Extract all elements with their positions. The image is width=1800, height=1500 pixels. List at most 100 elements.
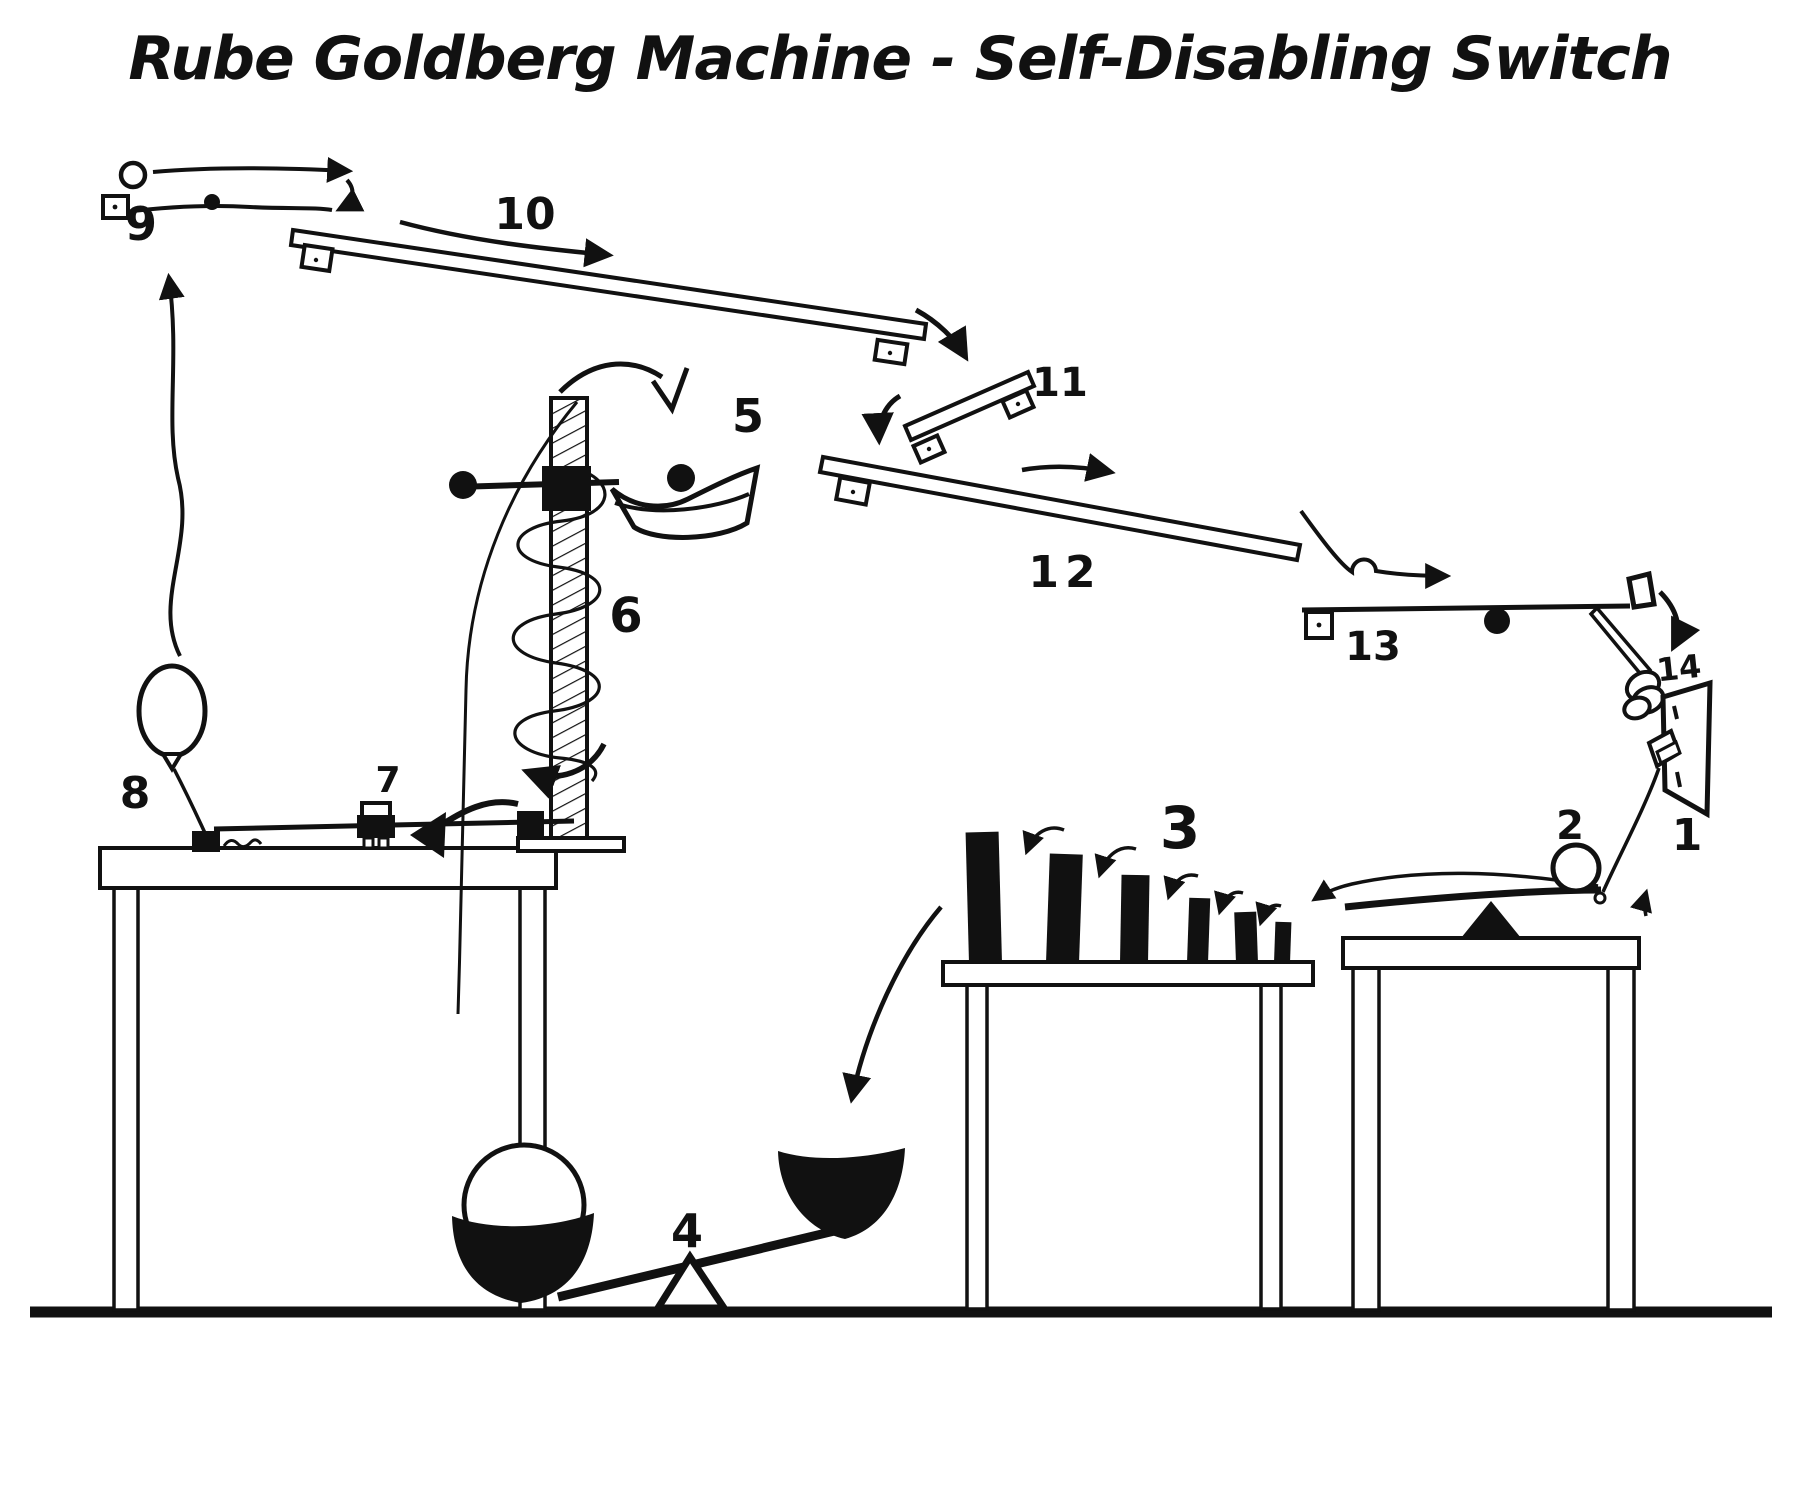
arrow-into-bowl-5-arc [558, 361, 664, 394]
left-bowl [452, 1213, 594, 1303]
ramp-10-foot-right-dot [887, 350, 893, 356]
balloon-tie [159, 752, 185, 773]
label-3: 3 [1160, 794, 1200, 862]
label-6: 6 [609, 588, 642, 644]
anchor-squiggle [222, 838, 263, 849]
ramp-11: 11 [861, 360, 1088, 466]
block-7-cap [360, 801, 392, 819]
domino-1 [965, 831, 1002, 964]
domino-5 [1234, 911, 1258, 964]
domino-arrow-4 [1214, 890, 1244, 916]
seesaw-4-fulcrum [651, 1250, 731, 1312]
coil-rotation-arrow [521, 742, 607, 799]
arrow-domino-to-bowl [842, 905, 943, 1104]
page-title: Rube Goldberg Machine - Self-Disabling S… [128, 24, 1672, 94]
track-13-bracket-dot [1316, 622, 1322, 628]
track-9-rail [102, 203, 333, 217]
domino-table-top [941, 960, 1315, 987]
left-table-top [98, 846, 558, 890]
right-table [1341, 936, 1641, 1312]
domino-3 [1120, 874, 1150, 964]
string-knot [1593, 891, 1607, 905]
track-9-bracket-dot [112, 204, 118, 210]
ball-in-bowl-5 [667, 464, 695, 492]
pole-clamp-block [542, 466, 591, 511]
hammer-head-wrap-3 [1622, 695, 1652, 721]
label-2: 2 [1556, 803, 1584, 849]
bowl-5-rim-line [614, 492, 750, 513]
block-7-leg-left [362, 836, 375, 850]
right-table-top [1341, 936, 1641, 970]
label-1: 1 [1672, 810, 1703, 861]
pole-base-plate [516, 836, 626, 853]
wall-switch-1: 1 [1593, 679, 1713, 905]
balloon-string [172, 768, 207, 834]
domino-arrow-1 [1022, 826, 1065, 856]
label-14: 14 [1655, 647, 1703, 689]
domino-arrow-2 [1094, 846, 1137, 879]
label-11: 11 [1032, 360, 1088, 406]
slider-7: 7 [213, 760, 575, 858]
switch-toggle-side [1655, 739, 1682, 766]
release-string-curve [456, 401, 579, 1015]
switch-slot-top [1672, 705, 1679, 720]
label-10: 10 [494, 189, 555, 240]
ramp-11-foot-right-dot [1015, 401, 1021, 407]
arrow-10-to-11 [914, 307, 969, 362]
push-left-arrow-head [410, 812, 446, 858]
switch-slot-bottom [1675, 771, 1682, 788]
ramp-10-bar [288, 227, 929, 342]
label-5: 5 [732, 389, 764, 443]
domino-2 [1046, 853, 1083, 964]
left-table-leg-left [112, 886, 140, 1312]
label-9: 9 [125, 197, 157, 251]
weight-dot-9 [204, 194, 220, 210]
spiral-coil [511, 466, 607, 783]
ball-on-track-9 [118, 160, 148, 190]
arrow-12-to-13 [1299, 509, 1452, 589]
ball-2 [1550, 842, 1602, 894]
ramp-11-bar [902, 369, 1037, 443]
block-on-track-13 [1626, 570, 1657, 610]
arrow-plank-swing-left [1311, 871, 1599, 902]
right-table-leg-right [1606, 966, 1636, 1312]
bowl-5-body [609, 464, 761, 540]
track-13: 13 [1301, 570, 1657, 670]
domino-arrow-3 [1163, 873, 1199, 901]
ramp-10: 10 [288, 189, 929, 367]
balloon-8: 8 [120, 272, 263, 852]
arrow-along-ramp-10 [399, 219, 614, 268]
right-table-leg-left [1351, 966, 1381, 1312]
right-bowl [778, 1148, 905, 1239]
arrow-11-to-12 [861, 393, 902, 446]
counterweight-ball [449, 471, 477, 499]
ball-on-track-13 [1484, 608, 1510, 634]
arrow-hammer-down [1658, 590, 1701, 652]
label-7: 7 [375, 760, 400, 801]
arrow-along-ramp-12 [1021, 453, 1116, 482]
balloon-body [136, 663, 208, 759]
ramp-10-foot-left-dot [313, 257, 319, 263]
label-8: 8 [120, 768, 151, 819]
ramp-12-bar [817, 454, 1303, 563]
block-7-leg-right [377, 836, 390, 850]
ramp-12: 12 [817, 453, 1303, 598]
seesaw-2-plank [1344, 886, 1602, 911]
domino-4 [1187, 897, 1211, 964]
ramp-12-foot-left-dot [850, 489, 856, 495]
top-track-9: 9 [101, 156, 365, 251]
label-13: 13 [1345, 624, 1401, 670]
balloon-rise-arrow [158, 272, 185, 657]
label-4: 4 [671, 1204, 703, 1258]
balance-rod [455, 479, 620, 490]
tipping-bowl-5: 5 [449, 361, 764, 540]
arrow-into-bowl-5-head [650, 367, 690, 415]
ramp-10-foot-left [299, 242, 335, 274]
switch-pull-string [1601, 767, 1661, 893]
hammer-14: 14 [1588, 590, 1703, 721]
pusher-block [517, 811, 544, 837]
seesaw-2-fulcrum [1461, 901, 1521, 938]
domino-table-leg-right [1259, 983, 1283, 1311]
dominoes-3: 3 [842, 794, 1292, 1104]
arrow-along-track-9 [152, 156, 354, 183]
